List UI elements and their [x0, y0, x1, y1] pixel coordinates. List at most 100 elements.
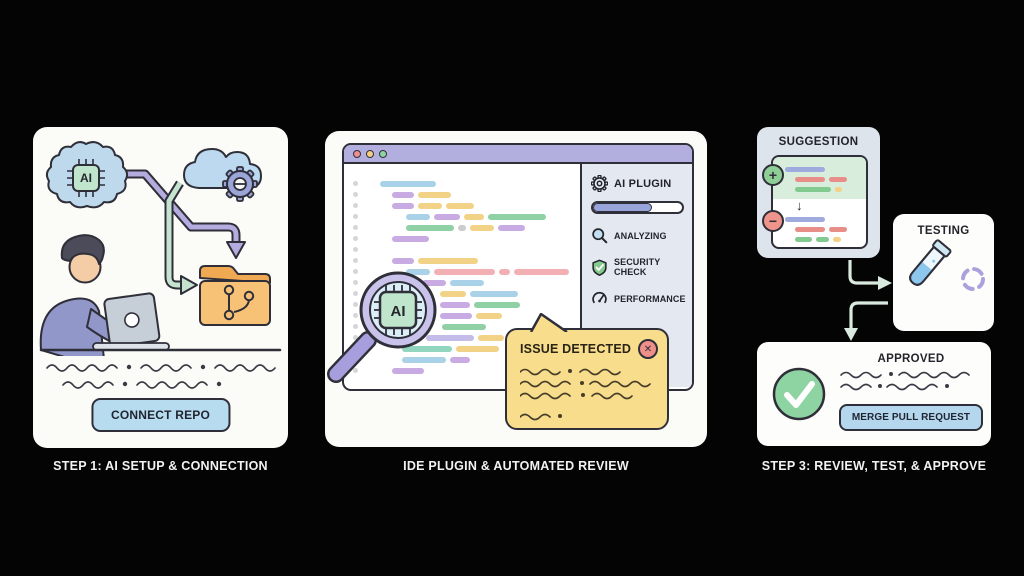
- line-number-dot: [353, 302, 358, 307]
- code-token-pill: [392, 367, 424, 374]
- maximize-window-button[interactable]: [379, 149, 387, 158]
- minimize-window-button[interactable]: [366, 149, 374, 158]
- purple-connection-arrow: [112, 169, 246, 259]
- testing-card: TESTING: [893, 214, 994, 331]
- panel-ide: AI PLUGIN ANALYZING: [325, 131, 707, 447]
- code-token-pill: [418, 257, 478, 264]
- line-number-dot: [353, 368, 358, 373]
- code-token-pill: [795, 226, 825, 232]
- person-laptop-icon: [39, 234, 282, 356]
- approved-card: APPROVED MERGE PULL REQUEST: [757, 342, 991, 446]
- close-window-button[interactable]: [353, 149, 361, 158]
- code-token-pill: [829, 226, 847, 232]
- code-line: [353, 288, 580, 299]
- code-token-pill: [406, 268, 430, 275]
- line-number-dot: [353, 269, 358, 274]
- code-token-pill: [440, 301, 470, 308]
- green-connection-arrow: [164, 180, 198, 295]
- code-token-pill: [478, 334, 504, 341]
- line-number-dot: [353, 324, 358, 329]
- code-token-pill: [795, 186, 831, 192]
- code-line: [353, 189, 580, 200]
- code-token-pill: [422, 279, 446, 286]
- arrow-down-icon: ↓: [796, 198, 803, 213]
- test-tube-icon: [909, 239, 952, 286]
- sidebar-item-security-check[interactable]: SECURITY CHECK: [591, 257, 684, 277]
- code-token-pill: [380, 180, 436, 187]
- magnifier-chip-label: AI: [391, 303, 406, 320]
- panel-step1: AI: [33, 127, 288, 448]
- code-token-pill: [442, 323, 486, 330]
- code-token-pill: [450, 279, 484, 286]
- plugin-title: AI PLUGIN: [614, 177, 672, 190]
- code-line: [353, 200, 580, 211]
- status-label: ANALYZING: [614, 230, 667, 241]
- sidebar-item-performance[interactable]: PERFORMANCE: [591, 290, 686, 307]
- code-diff: ↓ + −: [762, 155, 868, 249]
- code-line: [353, 277, 580, 288]
- line-number-dot: [353, 214, 358, 219]
- code-token-pill: [402, 345, 452, 352]
- code-line: [353, 310, 580, 321]
- code-token-pill: [406, 224, 454, 231]
- code-token-pill: [392, 257, 414, 264]
- code-token-pill: [418, 191, 451, 198]
- flow-arrows: [844, 260, 892, 341]
- line-number-dot: [353, 192, 358, 197]
- merge-pull-request-button[interactable]: MERGE PULL REQUEST: [839, 404, 983, 431]
- code-line: [353, 222, 580, 233]
- code-line: [353, 266, 580, 277]
- code-line: [353, 244, 580, 255]
- ai-magnifier-illustration: AI: [327, 271, 437, 383]
- approved-placeholder-squiggle: [840, 371, 970, 391]
- sidebar-item-analyzing[interactable]: ANALYZING: [591, 227, 684, 244]
- code-line: [353, 211, 580, 222]
- code-token-pill: [392, 191, 414, 198]
- code-token-pill: [499, 268, 510, 275]
- code-token-pill: [458, 224, 466, 231]
- diff-line: [773, 224, 866, 234]
- suggestion-title: SUGGESTION: [778, 136, 859, 148]
- caption-step3: STEP 3: REVIEW, TEST, & APPROVE: [761, 459, 987, 473]
- line-number-dot: [353, 291, 358, 296]
- line-number-dot: [353, 258, 358, 263]
- code-token-pill: [450, 356, 470, 363]
- status-label: SECURITY CHECK: [614, 257, 661, 277]
- caption-step2: IDE PLUGIN & AUTOMATED REVIEW: [403, 459, 629, 473]
- ai-chip-label: AI: [80, 171, 92, 185]
- bubble-tail: [529, 313, 568, 332]
- code-token-pill: [829, 176, 847, 182]
- code-token-pill: [418, 202, 442, 209]
- connect-repo-button[interactable]: CONNECT REPO: [90, 398, 231, 432]
- code-token-pill: [434, 213, 460, 220]
- code-token-pill: [488, 213, 546, 220]
- arrow-testing-to-approved: [849, 301, 888, 328]
- line-number-dot: [353, 236, 358, 241]
- diff-removed-block: [773, 213, 866, 244]
- close-x-icon[interactable]: ✕: [638, 339, 658, 359]
- diff-line: [773, 214, 866, 224]
- diff-line: [773, 184, 866, 194]
- code-token-pill: [470, 290, 518, 297]
- testing-title: TESTING: [917, 225, 970, 237]
- code-token-pill: [434, 268, 495, 275]
- gauge-icon: [592, 292, 607, 304]
- caption-step1: STEP 1: AI SETUP & CONNECTION: [53, 459, 268, 473]
- suggestion-card: SUGGESTION ↓ + −: [757, 127, 880, 258]
- shield-check-icon: [592, 259, 607, 276]
- code-line: [353, 233, 580, 244]
- issue-placeholder-squiggle: [519, 368, 651, 421]
- line-number-dot: [353, 335, 358, 340]
- diff-line: [773, 234, 866, 244]
- check-circle-icon: [772, 367, 826, 421]
- code-token-pill: [835, 186, 842, 192]
- diff-line: [773, 164, 866, 174]
- approved-title: APPROVED: [877, 353, 945, 365]
- code-token-pill: [474, 301, 520, 308]
- code-token-pill: [446, 202, 474, 209]
- line-number-dot: [353, 181, 358, 186]
- loading-spinner-icon: [960, 267, 985, 291]
- code-token-pill: [816, 236, 829, 242]
- code-token-pill: [795, 236, 812, 242]
- code-token-pill: [464, 213, 484, 220]
